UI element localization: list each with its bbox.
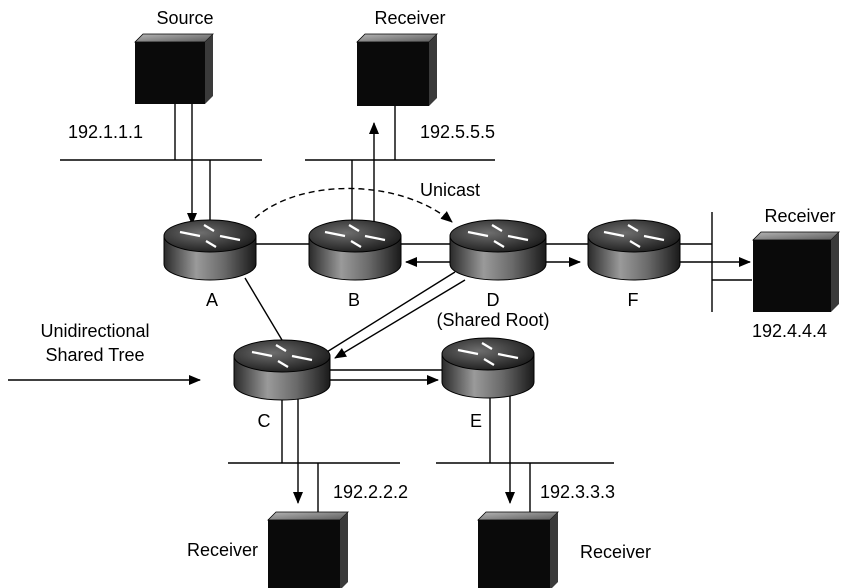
router-arrows-icon bbox=[179, 224, 241, 248]
router-arrows-icon bbox=[324, 224, 386, 248]
router-c-label: C bbox=[258, 411, 271, 431]
flow-d-to-c-arrow bbox=[334, 279, 466, 359]
router-d bbox=[449, 219, 547, 281]
host-receiver-b bbox=[356, 33, 438, 106]
link-a-c bbox=[244, 277, 286, 346]
source-ip-label: 192.1.1.1 bbox=[68, 122, 143, 142]
router-f bbox=[587, 219, 681, 281]
receiver-b-ip-label: 192.5.5.5 bbox=[420, 122, 495, 142]
router-b-label: B bbox=[348, 290, 360, 310]
receiver-c-ip-label: 192.2.2.2 bbox=[333, 482, 408, 502]
unicast-register-arc bbox=[254, 187, 453, 223]
router-d-sublabel: (Shared Root) bbox=[436, 310, 549, 330]
link-d-c bbox=[321, 271, 456, 356]
receiver-e-ip-label: 192.3.3.3 bbox=[540, 482, 615, 502]
host-receiver-f bbox=[752, 231, 840, 312]
router-c bbox=[233, 339, 331, 401]
receiver-c-label: Receiver bbox=[187, 540, 258, 560]
router-e-label: E bbox=[470, 411, 482, 431]
unicast-label: Unicast bbox=[420, 180, 480, 200]
host-receiver-e bbox=[477, 511, 559, 588]
source-label: Source bbox=[156, 8, 213, 28]
router-arrows-icon bbox=[251, 344, 313, 368]
receiver-f-label: Receiver bbox=[764, 206, 835, 226]
links bbox=[8, 100, 752, 520]
router-arrows-icon bbox=[467, 224, 529, 248]
host-source bbox=[134, 33, 214, 104]
shared-tree-label-line1: Unidirectional bbox=[40, 321, 149, 341]
router-arrows-icon bbox=[457, 342, 519, 366]
receiver-f-ip-label: 192.4.4.4 bbox=[752, 321, 827, 341]
host-receiver-c bbox=[267, 511, 349, 588]
receiver-e-label: Receiver bbox=[580, 542, 651, 562]
router-a-label: A bbox=[206, 290, 218, 310]
router-d-label: D bbox=[487, 290, 500, 310]
router-b bbox=[308, 219, 402, 281]
shared-tree-label-line2: Shared Tree bbox=[45, 345, 144, 365]
router-f-label: F bbox=[628, 290, 639, 310]
router-e bbox=[441, 337, 535, 399]
router-arrows-icon bbox=[603, 224, 665, 248]
router-a bbox=[163, 219, 257, 281]
receiver-b-label: Receiver bbox=[374, 8, 445, 28]
routers bbox=[163, 219, 681, 401]
labels: Source 192.1.1.1 Receiver 192.5.5.5 Unic… bbox=[40, 8, 835, 562]
